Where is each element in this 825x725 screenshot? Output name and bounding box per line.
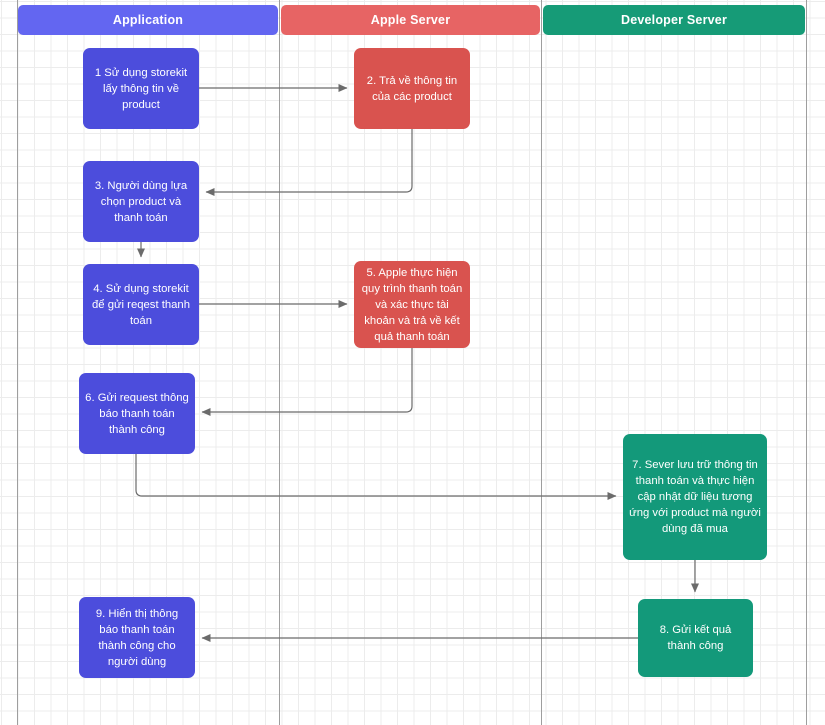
node-9-display-success-message[interactable]: 9. Hiển thị thông báo thanh toán thành c… <box>79 597 195 678</box>
node-2-label: 2. Trả về thông tin của các product <box>366 74 458 103</box>
lane-header-apple-server[interactable]: Apple Server <box>281 5 540 35</box>
node-6-send-success-notification-request[interactable]: 6. Gửi request thông báo thanh toán thàn… <box>79 373 195 454</box>
node-3-label: 3. Người dùng lựa chọn product và thanh … <box>94 179 188 224</box>
node-6-label: 6. Gửi request thông báo thanh toán thàn… <box>85 391 189 436</box>
node-7-label: 7. Sever lưu trữ thông tin thanh toán và… <box>629 459 761 535</box>
lane-header-application[interactable]: Application <box>18 5 278 35</box>
lane-divider-left <box>17 0 18 725</box>
edge-n6-to-n7 <box>135 454 617 500</box>
lane-header-apple-server-label: Apple Server <box>370 13 451 27</box>
node-1-storekit-get-product-info[interactable]: 1 Sử dụng storekit lấy thông tin về prod… <box>83 48 199 129</box>
node-5-apple-processes-payment[interactable]: 5. Apple thực hiện quy trình thanh toán … <box>354 261 470 348</box>
node-9-label: 9. Hiển thị thông báo thanh toán thành c… <box>95 607 179 668</box>
lane-divider-apple-developer <box>541 0 542 725</box>
node-7-server-stores-payment-info[interactable]: 7. Sever lưu trữ thông tin thanh toán và… <box>623 434 767 560</box>
lane-divider-application-apple <box>279 0 280 725</box>
lane-divider-right <box>806 0 807 725</box>
lane-header-developer-server-label: Developer Server <box>620 13 728 27</box>
edge-n5-to-n6 <box>201 348 413 416</box>
node-1-label: 1 Sử dụng storekit lấy thông tin về prod… <box>94 66 188 111</box>
node-8-send-success-result[interactable]: 8. Gửi kết quả thành công <box>638 599 753 677</box>
node-3-user-selects-product[interactable]: 3. Người dùng lựa chọn product và thanh … <box>83 161 199 242</box>
node-4-label: 4. Sử dụng storekit để gửi reqest thanh … <box>91 282 190 327</box>
node-8-label: 8. Gửi kết quả thành công <box>659 624 732 652</box>
node-5-label: 5. Apple thực hiện quy trình thanh toán … <box>361 266 463 343</box>
lane-header-developer-server[interactable]: Developer Server <box>543 5 805 35</box>
edge-n2-to-n3 <box>205 129 413 196</box>
node-4-send-payment-request[interactable]: 4. Sử dụng storekit để gửi reqest thanh … <box>83 264 199 345</box>
lane-header-application-label: Application <box>112 13 184 27</box>
node-2-return-product-info[interactable]: 2. Trả về thông tin của các product <box>354 48 470 129</box>
